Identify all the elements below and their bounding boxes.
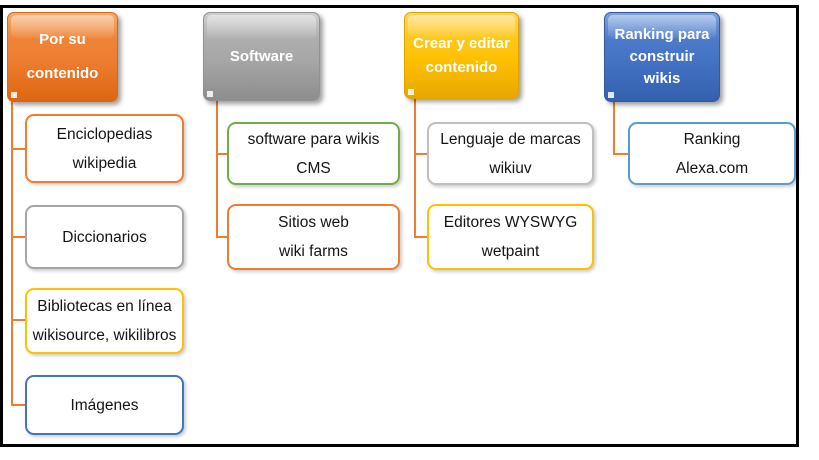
connector-stub — [11, 236, 25, 238]
node-editores-wyswyg-wetpaint: Editores WYSWYG wetpaint — [427, 204, 594, 270]
connector-stub — [216, 236, 227, 238]
header-por-su-contenido: Por su contenido — [7, 12, 118, 102]
node-ranking-alexa: Ranking Alexa.com — [628, 122, 796, 185]
node-label-line: Sitios web — [278, 214, 349, 231]
header-software: Software — [203, 12, 320, 101]
connector-stub — [216, 153, 227, 155]
node-imagenes: Imágenes — [25, 375, 184, 435]
connector-trunk-col2 — [216, 101, 218, 238]
header-corner-notch — [608, 92, 614, 98]
node-label-line: wetpaint — [481, 243, 540, 260]
node-lenguaje-de-marcas-wikiuv: Lenguaje de marcas wikiuv — [427, 122, 594, 185]
header-label-line: Software — [229, 47, 294, 65]
node-bibliotecas-en-linea: Bibliotecas en línea wikisource, wikilib… — [25, 288, 184, 354]
node-label-line: Lenguaje de marcas — [440, 130, 581, 148]
connector-stub — [414, 153, 427, 155]
node-label-line: Imágenes — [70, 396, 139, 414]
node-label-line: CMS — [296, 159, 331, 177]
node-diccionarios: Diccionarios — [25, 205, 184, 269]
connector-stub — [11, 404, 25, 406]
connector-trunk-col3 — [414, 99, 416, 238]
header-label-line: Crear y editar — [413, 34, 510, 52]
connector-stub — [11, 148, 25, 150]
header-corner-notch — [11, 92, 17, 98]
diagram-border-frame — [0, 5, 799, 447]
node-label-line: wikipedia — [72, 154, 137, 172]
node-sitios-web-wiki-farms: Sitios web wiki farms — [227, 204, 400, 270]
header-label-line: wikis — [643, 70, 681, 87]
node-label-line: Diccionarios — [62, 228, 147, 246]
node-label-line: wikiuv — [489, 159, 532, 177]
node-enciclopedias-wikipedia: Enciclopedias wikipedia — [25, 114, 184, 183]
header-crear-y-editar-contenido: Crear y editar contenido — [404, 12, 519, 99]
node-label-line: wikisource, wikilibros — [32, 327, 177, 344]
node-software-para-wikis-cms: software para wikis CMS — [227, 122, 400, 185]
header-label-line: Ranking para — [614, 26, 710, 43]
connector-stub — [11, 319, 25, 321]
header-label-line: construir — [629, 48, 695, 65]
node-label-line: Alexa.com — [675, 159, 749, 177]
node-label-line: Editores WYSWYG — [443, 214, 578, 231]
connector-stub — [414, 236, 427, 238]
connector-trunk-col4 — [613, 102, 615, 155]
header-corner-notch — [408, 89, 414, 95]
header-label-line: Por su — [39, 31, 86, 48]
connector-trunk-col1 — [11, 100, 13, 406]
node-label-line: software para wikis — [247, 130, 380, 148]
header-corner-notch — [207, 91, 213, 97]
node-label-line: Ranking — [683, 130, 741, 148]
node-label-line: Enciclopedias — [56, 125, 153, 143]
node-label-line: Bibliotecas en línea — [37, 298, 172, 315]
header-label-line: contenido — [425, 58, 498, 76]
node-label-line: wiki farms — [279, 243, 348, 260]
header-label-line: contenido — [26, 65, 99, 82]
connector-stub — [613, 153, 628, 155]
header-ranking-para-construir-wikis: Ranking para construir wikis — [604, 12, 720, 102]
